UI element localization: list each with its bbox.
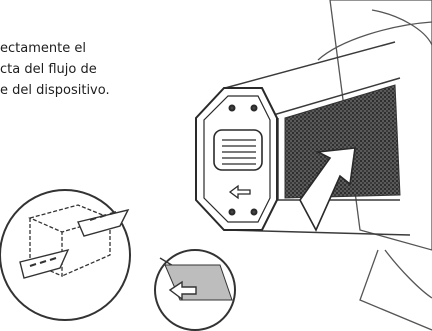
arrow-left-icon bbox=[228, 184, 251, 200]
instruction-line-2: cta del flujo de bbox=[0, 62, 97, 77]
screw-icon bbox=[228, 104, 236, 112]
instruction-line-1: ectamente el bbox=[0, 41, 86, 56]
airflow-arrow-icon bbox=[299, 147, 356, 232]
arrow-left-icon bbox=[168, 280, 197, 301]
screw-icon bbox=[250, 104, 258, 112]
screw-icon bbox=[250, 208, 258, 216]
mesh-filter bbox=[284, 84, 401, 199]
screw-icon bbox=[228, 208, 236, 216]
instruction-text: ectamente el cta del flujo de e del disp… bbox=[0, 38, 170, 101]
filter-detail-inset bbox=[0, 189, 131, 321]
arrow-detail-inset bbox=[154, 249, 236, 331]
instruction-line-3: e del dispositivo. bbox=[0, 83, 110, 98]
hex-end-cap bbox=[195, 87, 278, 231]
